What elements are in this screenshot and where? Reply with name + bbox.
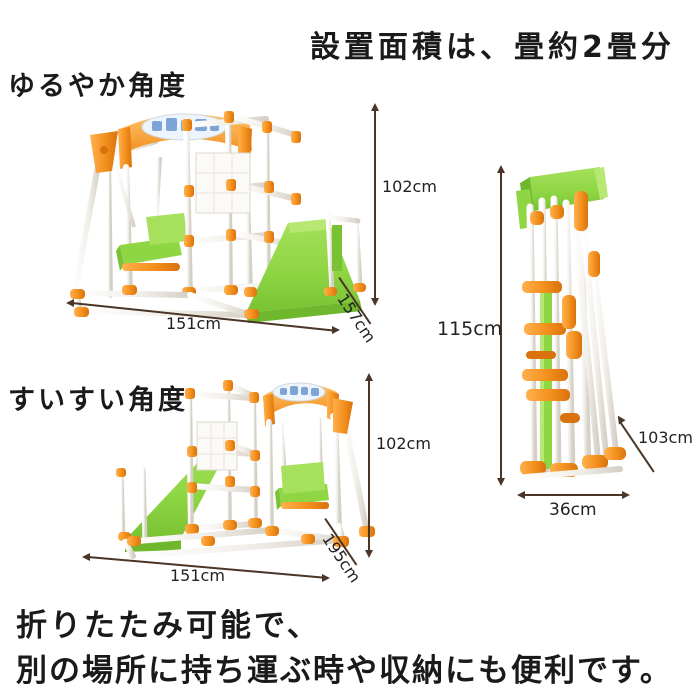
footer-line-1: 折りたたみ可能で、 xyxy=(16,608,321,644)
dimension-label-width: 151cm xyxy=(170,566,225,585)
playset-svg-folded xyxy=(516,167,626,480)
playset-illustration-gentle xyxy=(60,95,390,335)
dimension-label-height: 102cm xyxy=(382,177,437,196)
arrow-left-icon xyxy=(517,491,525,499)
dimension-label-height: 102cm xyxy=(376,434,431,453)
section-label-steep: すいすい角度 xyxy=(8,385,188,416)
arrow-down-icon xyxy=(497,478,505,486)
playset-svg-steep xyxy=(116,380,375,559)
arrow-left-icon xyxy=(66,299,74,307)
section-label-gentle: ゆるやか角度 xyxy=(8,71,188,102)
arrow-right-icon xyxy=(332,326,340,334)
dimension-label-height: 115cm xyxy=(437,318,503,340)
arrow-up-icon xyxy=(365,373,373,381)
arrow-down-icon xyxy=(365,550,373,558)
dimension-line-width xyxy=(524,494,624,496)
playset-svg-gentle xyxy=(70,111,366,323)
dimension-label-width: 36cm xyxy=(549,500,597,520)
dimension-line-vertical xyxy=(374,110,376,300)
arrow-up-icon xyxy=(497,165,505,173)
dimension-label-width: 151cm xyxy=(166,314,221,333)
page-title: 設置面積は、畳約2畳分 xyxy=(310,30,675,65)
arrow-right-icon xyxy=(322,574,330,582)
playset-illustration-steep xyxy=(85,370,375,570)
dimension-line-vertical xyxy=(500,172,502,480)
arrow-down-icon xyxy=(371,298,379,306)
arrow-left-icon xyxy=(82,553,90,561)
footer-line-2: 別の場所に持ち運ぶ時や収納にも便利です。 xyxy=(16,653,673,689)
dimension-label-depth: 103cm xyxy=(638,428,693,447)
arrow-up-icon xyxy=(371,103,379,111)
arrow-right-icon xyxy=(622,491,630,499)
dimension-line-vertical xyxy=(368,380,370,552)
playset-illustration-folded xyxy=(500,155,650,490)
